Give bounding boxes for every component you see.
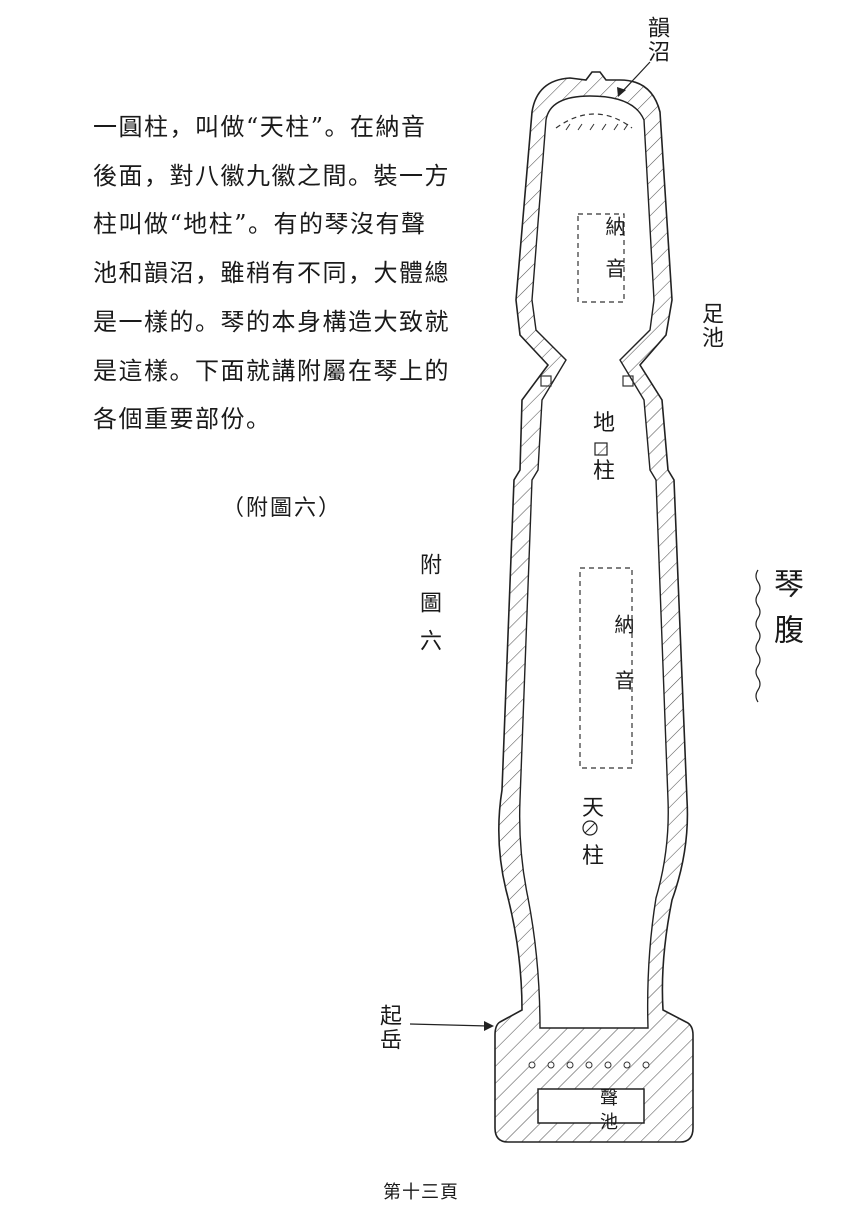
shengchi-box — [537, 1088, 645, 1124]
text-line: 池和韻沼，雖稍有不同，大體總 — [93, 259, 450, 288]
nayin-lower-label: 納音 — [611, 614, 635, 726]
text-line: 各個重要部份。 — [93, 405, 272, 434]
qin-inner-cavity — [518, 95, 669, 1029]
di-zhu-char-2: 柱 — [593, 459, 616, 484]
tian-zhu-gap — [586, 823, 600, 837]
figure-title: 附圖六 — [416, 553, 441, 667]
zuchi-right-square — [622, 375, 634, 387]
di-zhu-gap — [597, 438, 611, 452]
zuchi-left-square — [540, 375, 552, 387]
text-line: 柱叫做“地柱”。有的琴沒有聲 — [93, 210, 427, 239]
yunzhao-arc — [555, 113, 633, 129]
tian-zhu-char-2: 柱 — [582, 844, 605, 869]
yunzhao-ticks — [565, 123, 629, 131]
yunzhao-label: 韻沼 — [644, 16, 669, 64]
tian-zhu-label: 天 柱 — [582, 790, 604, 870]
zuchi-label: 足池 — [698, 302, 723, 350]
body-text: 一圓柱，叫做“天柱”。在納音 後面，對八徽九徽之間。裝一方 柱叫做“地柱”。有的… — [93, 103, 473, 444]
text-line: 後面，對八徽九徽之間。裝一方 — [93, 161, 450, 190]
text-line: 一圓柱，叫做“天柱”。在納音 — [93, 113, 427, 141]
nayin-upper-box — [577, 213, 625, 303]
qiyue-label: 起岳 — [376, 1004, 401, 1052]
hole-row — [528, 1061, 650, 1069]
text-line: 是這樣。下面就講附屬在琴上的 — [93, 356, 450, 385]
page-number: 第十三頁 — [383, 1182, 459, 1203]
qinfu-wavy-mark — [755, 569, 761, 703]
di-zhu-square — [594, 442, 608, 456]
di-zhu-char-1: 地 — [593, 411, 616, 436]
tian-zhu-char-1: 天 — [582, 796, 605, 821]
di-zhu-label: 地 柱 — [593, 405, 615, 485]
qinfu-label: 琴腹 — [768, 568, 803, 660]
yunzhao-arrow — [621, 61, 651, 93]
figure-caption: （附圖六） — [222, 496, 343, 521]
nayin-upper-label: 納音 — [602, 216, 626, 300]
shengchi-label: 聲池 — [597, 1088, 618, 1136]
text-line: 是一樣的。琴的本身構造大致就 — [93, 307, 450, 336]
qiyue-arrow — [409, 1023, 489, 1027]
